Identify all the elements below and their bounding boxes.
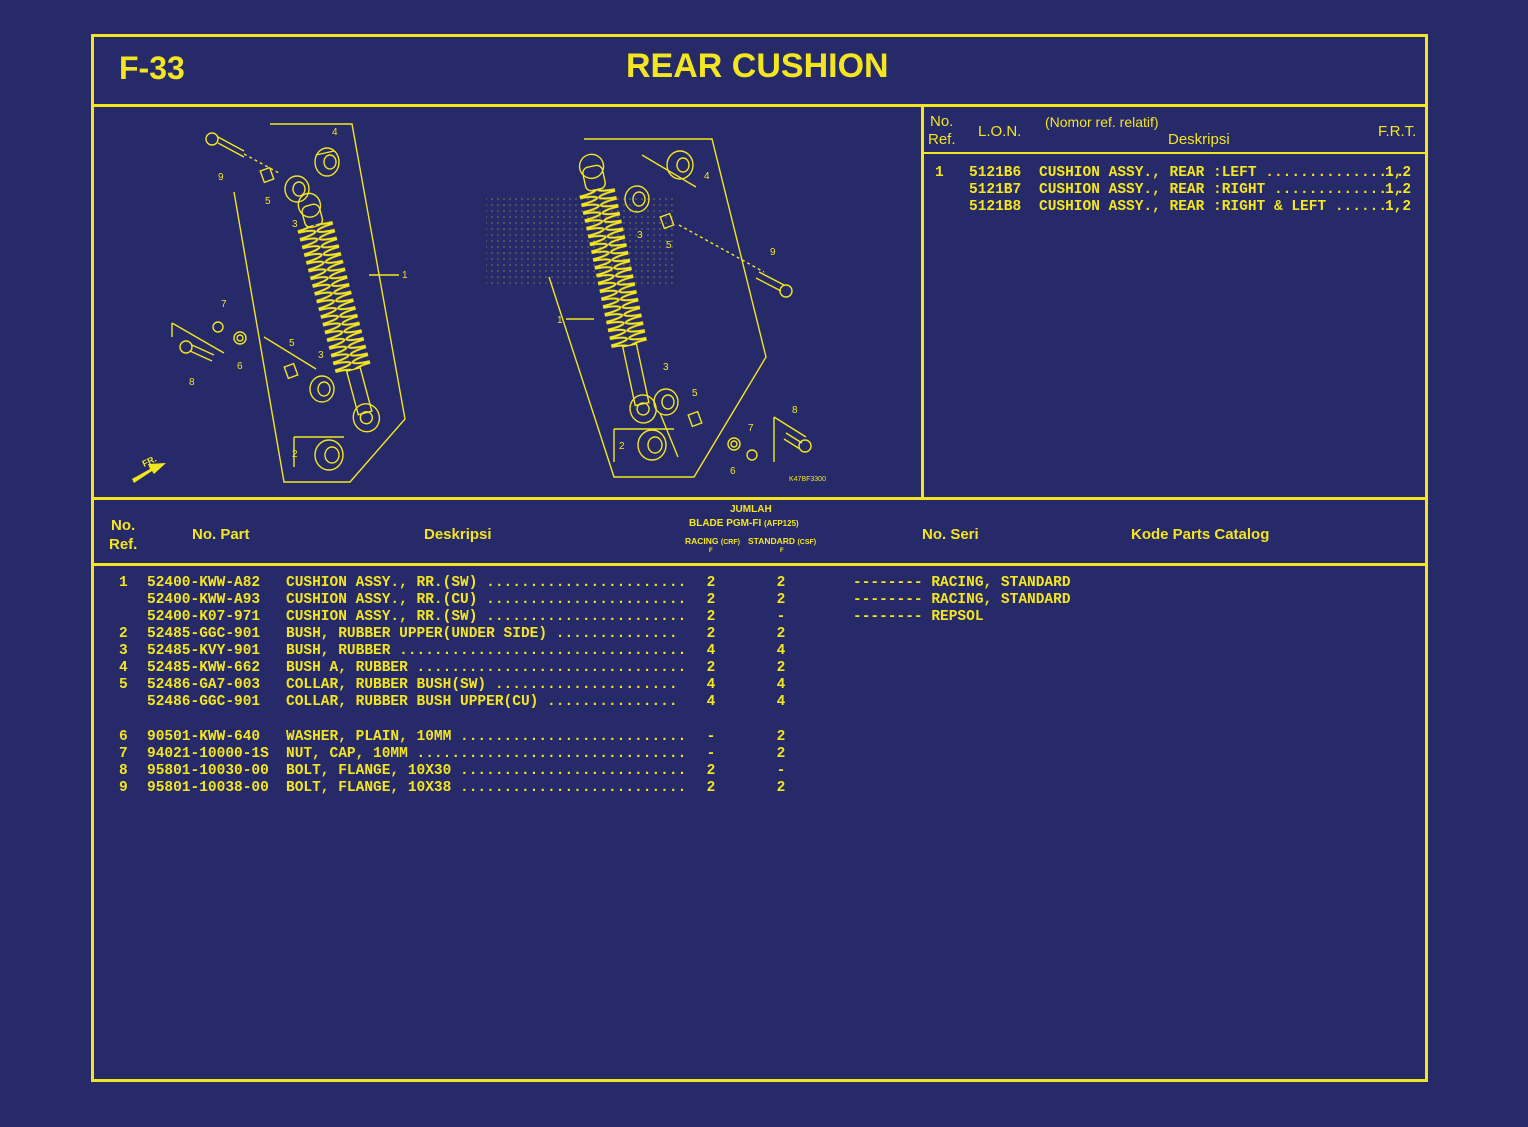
parts-header-racing: RACING (CRF) <box>685 536 740 546</box>
top-header-frt: F.R.T. <box>1378 123 1417 140</box>
table-row: 1 5121B6 CUSHION ASSY., REAR :LEFT .....… <box>935 165 1412 181</box>
table-row: 7 94021-10000-1S NUT, CAP, 10MM ........… <box>119 746 786 762</box>
svg-text:3: 3 <box>292 219 298 230</box>
table-row: 1 52400-KWW-A82 CUSHION ASSY., RR.(SW) .… <box>119 575 1071 591</box>
table-row: 5121B7 CUSHION ASSY., REAR :RIGHT ......… <box>969 182 1412 198</box>
table-row: 5121B8 CUSHION ASSY., REAR :RIGHT & LEFT… <box>969 199 1412 215</box>
svg-text:8: 8 <box>189 377 195 388</box>
parts-header-no: No. <box>111 517 136 534</box>
svg-text:3: 3 <box>318 350 324 361</box>
svg-text:K47BF3300: K47BF3300 <box>789 476 826 483</box>
svg-text:5: 5 <box>289 338 295 349</box>
svg-text:5: 5 <box>666 240 672 251</box>
bush-icon <box>314 147 340 177</box>
table-row: 3 52485-KVY-901 BUSH, RUBBER ...........… <box>119 643 786 659</box>
header-divider <box>91 104 1428 107</box>
parts-header-model: BLADE PGM-FI (AFP125) <box>689 518 799 529</box>
top-table-header-divider <box>921 152 1428 154</box>
table-row: 52400-KWW-A93 CUSHION ASSY., RR.(CU) ...… <box>147 592 1071 608</box>
section-code: F-33 <box>119 50 185 86</box>
parts-header-standard: STANDARD (CSF) <box>748 536 817 546</box>
left-cushion-group <box>132 123 406 483</box>
right-cushion-group <box>486 138 812 478</box>
catalog-page-frame <box>91 34 1428 1082</box>
parts-header-divider <box>91 563 1428 566</box>
table-row: 5 52486-GA7-003 COLLAR, RUBBER BUSH(SW) … <box>119 677 786 693</box>
parts-header-f1: F <box>709 548 713 554</box>
diagram-table-divider <box>921 104 924 500</box>
svg-text:4: 4 <box>332 127 338 138</box>
parts-table-body: 1 52400-KWW-A82 CUSHION ASSY., RR.(SW) .… <box>0 64 1528 796</box>
parts-header-jumlah: JUMLAH <box>730 504 772 515</box>
parts-header-f2: F <box>780 548 784 554</box>
parts-header-catalog: Kode Parts Catalog <box>1131 526 1270 543</box>
bolt-icon <box>205 132 245 158</box>
top-header-lon: L.O.N. <box>978 123 1022 140</box>
spring-icon <box>297 219 371 375</box>
diagram-divider <box>91 497 1428 500</box>
svg-text:9: 9 <box>770 247 776 258</box>
parts-header-part: No. Part <box>192 526 250 543</box>
parts-header-seri: No. Seri <box>922 526 979 543</box>
top-table-body: 1 5121B6 CUSHION ASSY., REAR :LEFT .....… <box>0 0 1528 215</box>
front-direction-icon <box>132 463 166 483</box>
top-header-desc: Deskripsi <box>1168 131 1230 148</box>
svg-text:5: 5 <box>265 196 271 207</box>
svg-text:2: 2 <box>292 449 298 460</box>
table-row: 9 95801-10038-00 BOLT, FLANGE, 10X38 ...… <box>119 780 786 796</box>
parts-header-desc: Deskripsi <box>424 526 492 543</box>
svg-text:3: 3 <box>637 230 643 241</box>
svg-text:2: 2 <box>619 441 625 452</box>
table-row: 8 95801-10030-00 BOLT, FLANGE, 10X30 ...… <box>119 763 786 779</box>
page-title: REAR CUSHION <box>626 47 889 85</box>
table-row: 4 52485-KWW-662 BUSH A, RUBBER .........… <box>119 660 786 676</box>
svg-text:1: 1 <box>557 315 563 326</box>
table-row: 6 90501-KWW-640 WASHER, PLAIN, 10MM ....… <box>119 729 786 745</box>
parts-header-ref: Ref. <box>109 536 138 553</box>
svg-text:7: 7 <box>221 299 227 310</box>
table-row: 52486-GGC-901 COLLAR, RUBBER BUSH UPPER(… <box>147 694 786 710</box>
table-row: 2 52485-GGC-901 BUSH, RUBBER UPPER(UNDER… <box>119 626 786 642</box>
svg-text:9: 9 <box>218 172 224 183</box>
svg-text:1: 1 <box>402 270 408 281</box>
top-header-ref: Ref. <box>928 131 956 148</box>
top-header-no: No. <box>930 113 954 130</box>
svg-text:7: 7 <box>748 423 754 434</box>
svg-text:6: 6 <box>730 466 736 477</box>
svg-text:6: 6 <box>237 361 243 372</box>
svg-text:4: 4 <box>704 171 710 182</box>
top-header-nomor: (Nomor ref. relatif) <box>1045 114 1159 130</box>
svg-text:3: 3 <box>663 362 669 373</box>
svg-text:8: 8 <box>792 405 798 416</box>
svg-text:5: 5 <box>692 388 698 399</box>
table-row: 52400-K07-971 CUSHION ASSY., RR.(SW) ...… <box>147 609 984 625</box>
